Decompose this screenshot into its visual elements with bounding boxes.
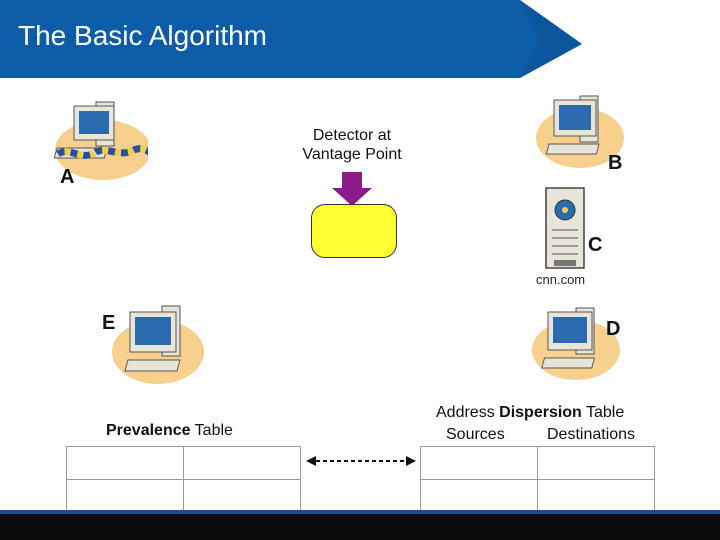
table-cell <box>420 446 538 480</box>
down-arrow-icon <box>332 172 372 206</box>
computer-icon <box>536 95 624 168</box>
table-cell <box>537 446 655 480</box>
bidirectional-arrow-icon <box>306 456 416 466</box>
table-row <box>66 479 301 513</box>
server-icon <box>545 187 585 269</box>
server-c <box>540 186 590 275</box>
computer-icon <box>112 305 204 384</box>
node-a-label: A <box>60 166 75 188</box>
title-banner <box>0 0 582 78</box>
server-c-hostname: cnn.com <box>536 272 586 287</box>
dispersion-title-rest: Table <box>581 404 625 421</box>
prevalence-title-rest: Table <box>190 422 233 439</box>
footer-divider <box>0 510 720 514</box>
detector-caption-line2: Vantage Point <box>302 146 402 163</box>
computer-b <box>530 88 630 183</box>
page-title: The Basic Algorithm <box>18 20 267 51</box>
table-cell <box>66 479 184 513</box>
node-c-label: C <box>588 234 603 256</box>
table-cell <box>183 479 301 513</box>
node-b-label: B <box>608 152 623 174</box>
table-cell <box>420 479 538 513</box>
dispersion-col-destinations: Destinations <box>547 426 636 443</box>
computer-icon <box>53 101 155 180</box>
detector-box <box>311 204 397 258</box>
computer-a <box>48 92 155 187</box>
computer-icon <box>532 307 620 380</box>
footer-bar <box>0 514 720 540</box>
dispersion-table <box>420 446 655 513</box>
table-row <box>420 446 655 480</box>
table-row <box>420 479 655 513</box>
dispersion-col-sources: Sources <box>446 426 505 443</box>
prevalence-table <box>66 446 301 513</box>
node-e-label: E <box>102 312 116 334</box>
detector-caption: Detector at Vantage Point <box>292 126 412 164</box>
prevalence-title-bold: Prevalence <box>106 422 191 439</box>
node-d-label: D <box>606 318 621 340</box>
dispersion-table-title: Address Dispersion Table <box>436 404 624 422</box>
detector-caption-line1: Detector at <box>312 127 392 144</box>
table-row <box>66 446 301 480</box>
table-cell <box>66 446 184 480</box>
computer-e <box>108 300 208 395</box>
dispersion-title-bold: Dispersion <box>499 404 582 421</box>
table-cell <box>537 479 655 513</box>
prevalence-table-title: Prevalence Table <box>106 422 233 440</box>
table-cell <box>183 446 301 480</box>
dispersion-title-pre: Address <box>436 404 500 421</box>
computer-d <box>526 300 626 395</box>
